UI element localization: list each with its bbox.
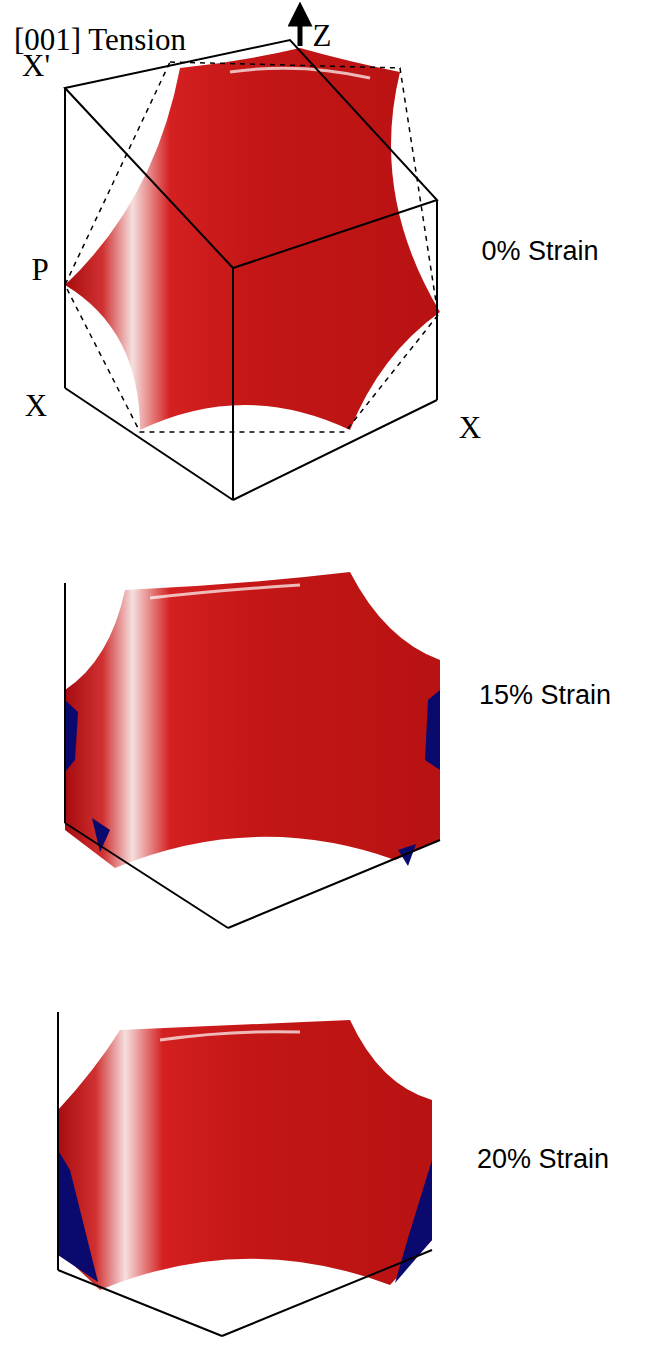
strain-label: 20% Strain	[477, 1145, 609, 1175]
unstable-region	[65, 690, 440, 866]
cube-edge	[65, 823, 228, 928]
cube-edge	[436, 200, 438, 400]
cube-edge	[228, 840, 440, 928]
unstable-patch	[58, 1150, 98, 1282]
axis-label: Z	[313, 19, 332, 53]
cube-edge	[64, 88, 66, 388]
stability-surface	[58, 1020, 432, 1290]
cube-edge	[233, 400, 437, 500]
cube-frame	[65, 40, 437, 500]
cube-frame	[65, 583, 440, 928]
cube-edge	[57, 1012, 59, 1270]
tension-arrow	[298, 14, 303, 46]
axis-label: X	[25, 389, 47, 423]
cube-edge	[232, 268, 234, 500]
surface-highlight	[150, 585, 300, 598]
unstable-patch	[425, 690, 440, 770]
strain-label: 15% Strain	[479, 681, 611, 711]
unstable-region	[58, 1150, 432, 1283]
unstable-patch	[398, 844, 416, 866]
surface-highlight	[230, 68, 370, 78]
cube-edge	[222, 1250, 432, 1336]
axis-label: X	[459, 411, 481, 445]
point-label: P	[31, 253, 48, 287]
unstable-patch	[395, 1160, 432, 1283]
cube-edge	[64, 583, 66, 823]
axis-label: X'	[22, 49, 50, 83]
stability-surface	[65, 48, 440, 430]
cube-edge	[58, 1270, 222, 1336]
cube-edge	[65, 388, 233, 500]
dashed-hexagon	[65, 62, 438, 432]
unstable-patch	[65, 700, 78, 772]
cube-top-face	[65, 40, 437, 268]
surface-highlight	[160, 1032, 300, 1040]
strain-label: 0% Strain	[481, 237, 598, 267]
cube-frame	[58, 1012, 432, 1336]
stability-surface	[65, 572, 440, 868]
